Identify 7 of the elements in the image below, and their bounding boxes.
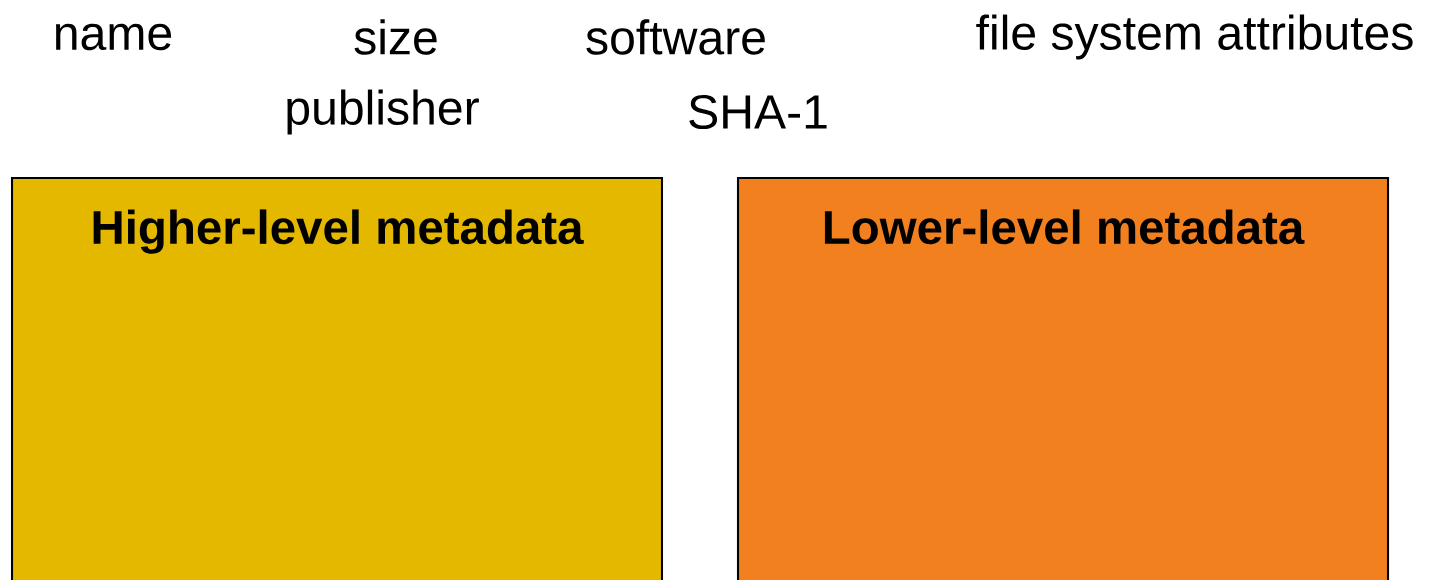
label-text: software xyxy=(586,19,765,55)
label-text: name xyxy=(56,23,172,51)
metadata-box: Lower-level metadata xyxy=(736,177,1390,580)
label-text: file system attributes xyxy=(976,14,1413,60)
label-text: size xyxy=(354,19,437,55)
label-text: SHA-1 xyxy=(689,94,827,130)
metadata-box: Higher-level metadata xyxy=(10,177,664,580)
